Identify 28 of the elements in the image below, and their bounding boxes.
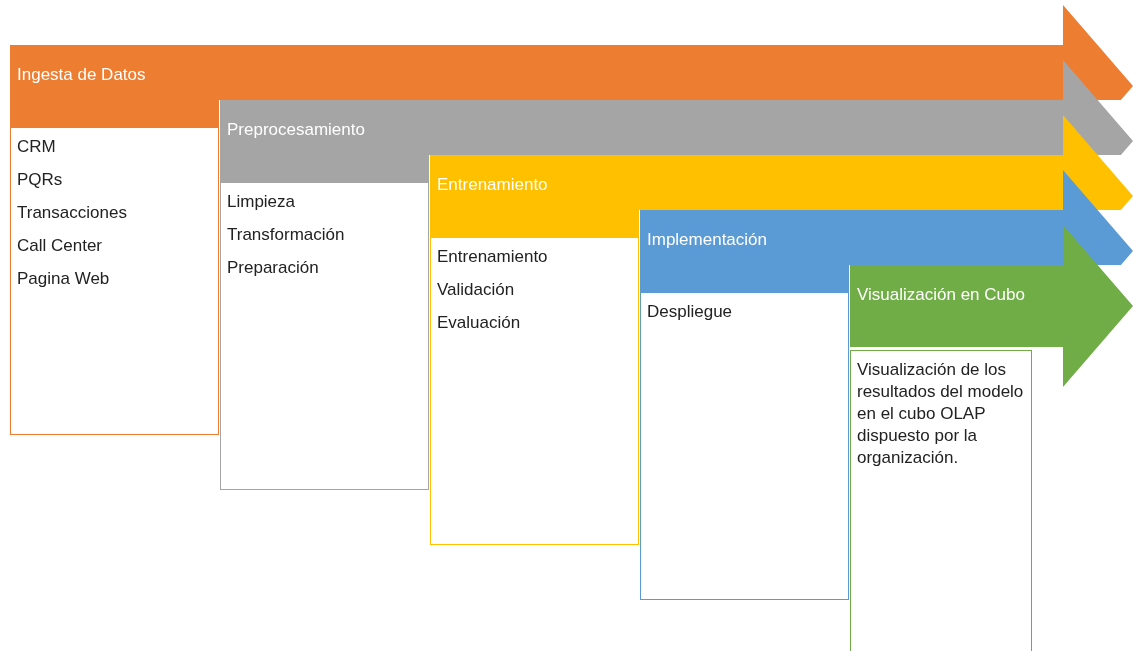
stage-banner [10, 5, 1133, 100]
content-panel [850, 350, 1032, 651]
list-item: PQRs [17, 169, 64, 191]
stage-label: Implementación [647, 230, 767, 250]
stage-banner [850, 225, 1133, 387]
stage-banner [220, 60, 1133, 155]
list-item: Evaluación [437, 312, 522, 334]
list-item: Transformación [227, 224, 346, 246]
description-text: Despliegue [647, 301, 734, 323]
list-item: Limpieza [227, 191, 297, 213]
list-item: CRM [17, 136, 57, 158]
list-item: Validación [437, 279, 516, 301]
stage-banner [430, 115, 1133, 210]
content-panel [430, 210, 639, 545]
stage-label: Ingesta de Datos [17, 65, 146, 85]
content-panel [220, 155, 429, 490]
list-item: Entrenamiento [437, 246, 549, 268]
content-panel [640, 265, 849, 600]
list-item: Pagina Web [17, 268, 111, 290]
list-item: Transacciones [17, 202, 128, 224]
stage-label: Visualización en Cubo [857, 285, 1025, 305]
stage-label: Entrenamiento [437, 175, 548, 195]
description-text: Visualización de los resultados del modelo en el cubo OLAP dispuesto por la organización. [857, 359, 1025, 469]
list-item: Call Center [17, 235, 104, 257]
content-panel [10, 100, 219, 435]
list-item: Preparación [227, 257, 320, 279]
stage-label: Preprocesamiento [227, 120, 365, 140]
stage-banner [640, 170, 1133, 265]
